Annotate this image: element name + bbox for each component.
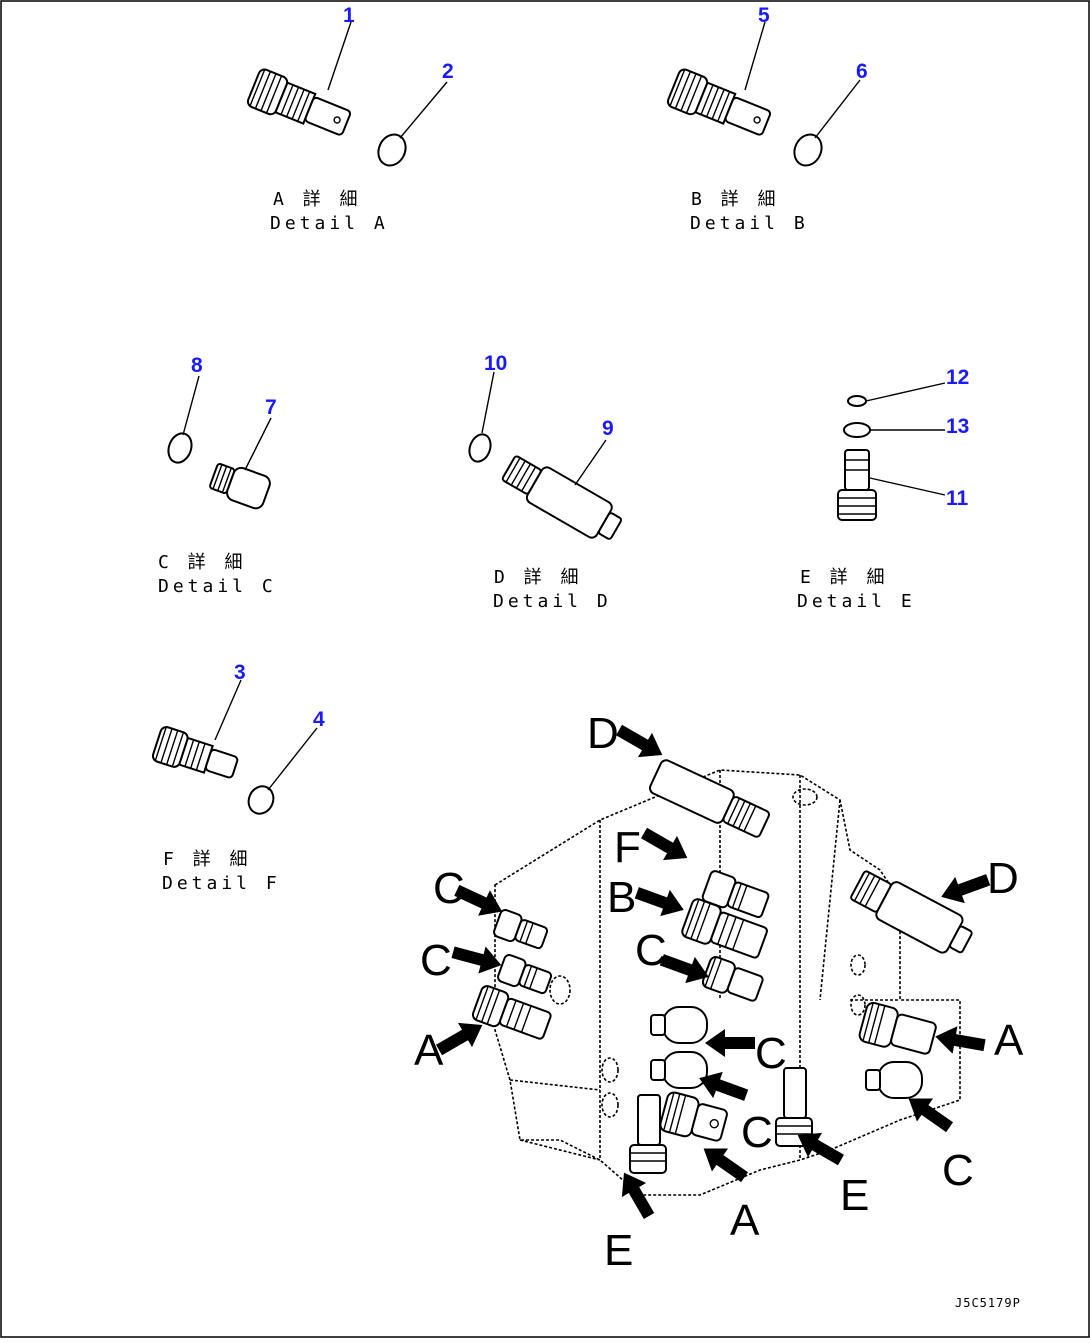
detail-b-relief-valve: 5 6 B 詳 細 Detail B [666,4,868,234]
callout-6: 6 [856,60,868,83]
callout-3: 3 [234,661,246,684]
callout-10: 10 [484,352,507,375]
label-d-top: D [587,709,619,758]
detail-b-jp: B 詳 細 [691,189,780,210]
o-ring-10 [468,433,492,463]
detail-e-plug: 12 13 11 E 詳 細 Detail E [797,366,969,612]
label-b: B [607,873,636,922]
label-c-center1: C [755,1029,787,1078]
o-ring-6 [793,133,823,167]
label-a-left: A [414,1026,444,1075]
label-e-right: E [840,1171,869,1220]
callout-1: 1 [343,4,355,27]
o-ring-12 [847,395,867,407]
detail-c-valve: 8 7 C 詳 細 Detail C [158,354,277,597]
callout-11: 11 [946,487,969,510]
detail-a-jp: A 詳 細 [273,189,362,210]
label-c-center2: C [741,1108,773,1157]
label-c-mid: C [635,926,667,975]
control-valve-assembly: D D F B C C C C C C A A A E E [414,709,1024,1275]
label-a-bottom: A [730,1196,760,1245]
label-e-left: E [604,1226,633,1275]
detail-e-jp: E 詳 細 [800,567,889,588]
callout-4: 4 [313,708,325,731]
callout-5: 5 [758,4,770,27]
label-a-right: A [994,1016,1024,1065]
detail-d-jp: D 詳 細 [494,567,583,588]
callout-12: 12 [946,366,969,389]
callout-7: 7 [265,396,277,419]
o-ring-8 [167,432,193,464]
pointer-arrows [436,724,991,1219]
detail-c-en: Detail C [158,576,277,597]
label-c-right: C [942,1146,974,1195]
detail-a-en: Detail A [270,213,389,234]
detail-a-relief-valve: 1 2 A 詳 細 Detail A [246,4,454,234]
detail-e-en: Detail E [797,591,916,612]
callout-9: 9 [602,417,614,440]
drawing-number: J5C5179P [955,1296,1021,1310]
detail-f-en: Detail F [162,873,281,894]
o-ring-13 [843,422,871,438]
label-f: F [614,823,641,872]
detail-b-en: Detail B [690,213,809,234]
callout-13: 13 [946,415,969,438]
label-c-left1: C [433,864,465,913]
detail-d-spool: 10 9 D 詳 細 Detail D [468,352,622,612]
label-c-left2: C [420,936,452,985]
callout-2: 2 [442,60,454,83]
detail-c-jp: C 詳 細 [158,552,247,573]
o-ring-4 [247,785,275,815]
detail-d-en: Detail D [493,591,612,612]
detail-f-relief-valve: 3 4 F 詳 細 Detail F [151,661,325,894]
label-d-right: D [987,854,1019,903]
detail-f-jp: F 詳 細 [163,849,252,870]
o-ring-2 [377,133,407,167]
callout-8: 8 [191,354,203,377]
